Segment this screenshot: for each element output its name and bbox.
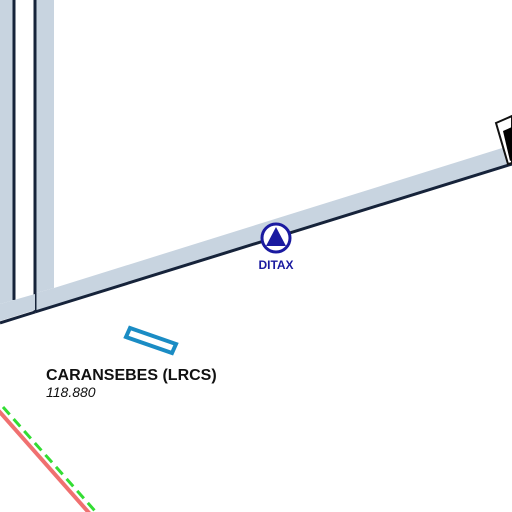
waypoint-triangle	[266, 227, 286, 246]
airport-caransebes[interactable]: CARANSEBES (LRCS) 118.880	[46, 325, 217, 400]
airspace-band-main	[0, 0, 512, 325]
airspace-border-left-stub	[0, 310, 36, 325]
runway-icon	[123, 325, 179, 356]
black-wedge-icon	[503, 127, 512, 161]
boundary-line-green	[1, 406, 97, 512]
waypoint-ditax[interactable]: DITAX	[258, 222, 294, 272]
airspace-band-left-lower-fill	[0, 294, 35, 321]
airport-name-label: CARANSEBES (LRCS)	[46, 367, 217, 384]
boundary-line	[0, 406, 97, 512]
airspace-band-left	[0, 0, 14, 304]
edge-marker[interactable]	[494, 114, 512, 166]
boundary-line-red	[0, 409, 91, 512]
waypoint-label: DITAX	[258, 258, 293, 272]
airspace-band-left-fill	[0, 0, 14, 304]
airspace-band-vertical-fill	[36, 0, 54, 293]
airport-frequency-label: 118.880	[46, 384, 96, 400]
